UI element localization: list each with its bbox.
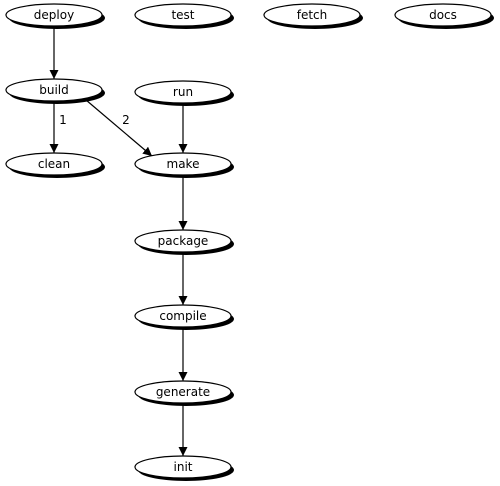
node-run[interactable]: run	[134, 80, 234, 106]
node-label: docs	[429, 8, 457, 22]
node-ellipse	[134, 380, 232, 404]
node-init[interactable]: init	[134, 455, 234, 481]
edge-build-to-make	[85, 99, 153, 157]
node-ellipse	[134, 152, 232, 176]
node-deploy[interactable]: deploy	[5, 3, 105, 29]
edge-label-build-to-clean: 1	[59, 113, 67, 127]
node-fetch[interactable]: fetch	[263, 3, 363, 29]
node-ellipse	[134, 229, 232, 253]
node-label: build	[39, 83, 69, 97]
node-ellipse	[5, 152, 103, 176]
node-label: generate	[156, 385, 210, 399]
node-ellipse	[134, 304, 232, 328]
node-ellipse	[263, 3, 361, 27]
node-compile[interactable]: compile	[134, 304, 234, 330]
edge-label-build-to-make: 2	[122, 113, 130, 127]
node-label: run	[173, 85, 193, 99]
node-make[interactable]: make	[134, 152, 234, 178]
node-label: fetch	[297, 8, 328, 22]
node-test[interactable]: test	[134, 3, 234, 29]
node-build[interactable]: build	[5, 78, 105, 104]
node-ellipse	[134, 455, 232, 479]
node-package[interactable]: package	[134, 229, 234, 255]
node-generate[interactable]: generate	[134, 380, 234, 406]
nodes-layer: deploy test fetch docs build run clean make pack…	[5, 3, 494, 481]
node-ellipse	[394, 3, 492, 27]
node-label: make	[167, 157, 200, 171]
node-label: package	[158, 234, 209, 248]
node-ellipse	[134, 80, 232, 104]
node-ellipse	[5, 78, 103, 102]
node-ellipse	[134, 3, 232, 27]
node-docs[interactable]: docs	[394, 3, 494, 29]
node-ellipse	[5, 3, 103, 27]
node-label: compile	[159, 309, 206, 323]
node-clean[interactable]: clean	[5, 152, 105, 178]
node-label: init	[174, 460, 193, 474]
node-label: clean	[38, 157, 70, 171]
node-label: deploy	[34, 8, 74, 22]
node-label: test	[171, 8, 194, 22]
